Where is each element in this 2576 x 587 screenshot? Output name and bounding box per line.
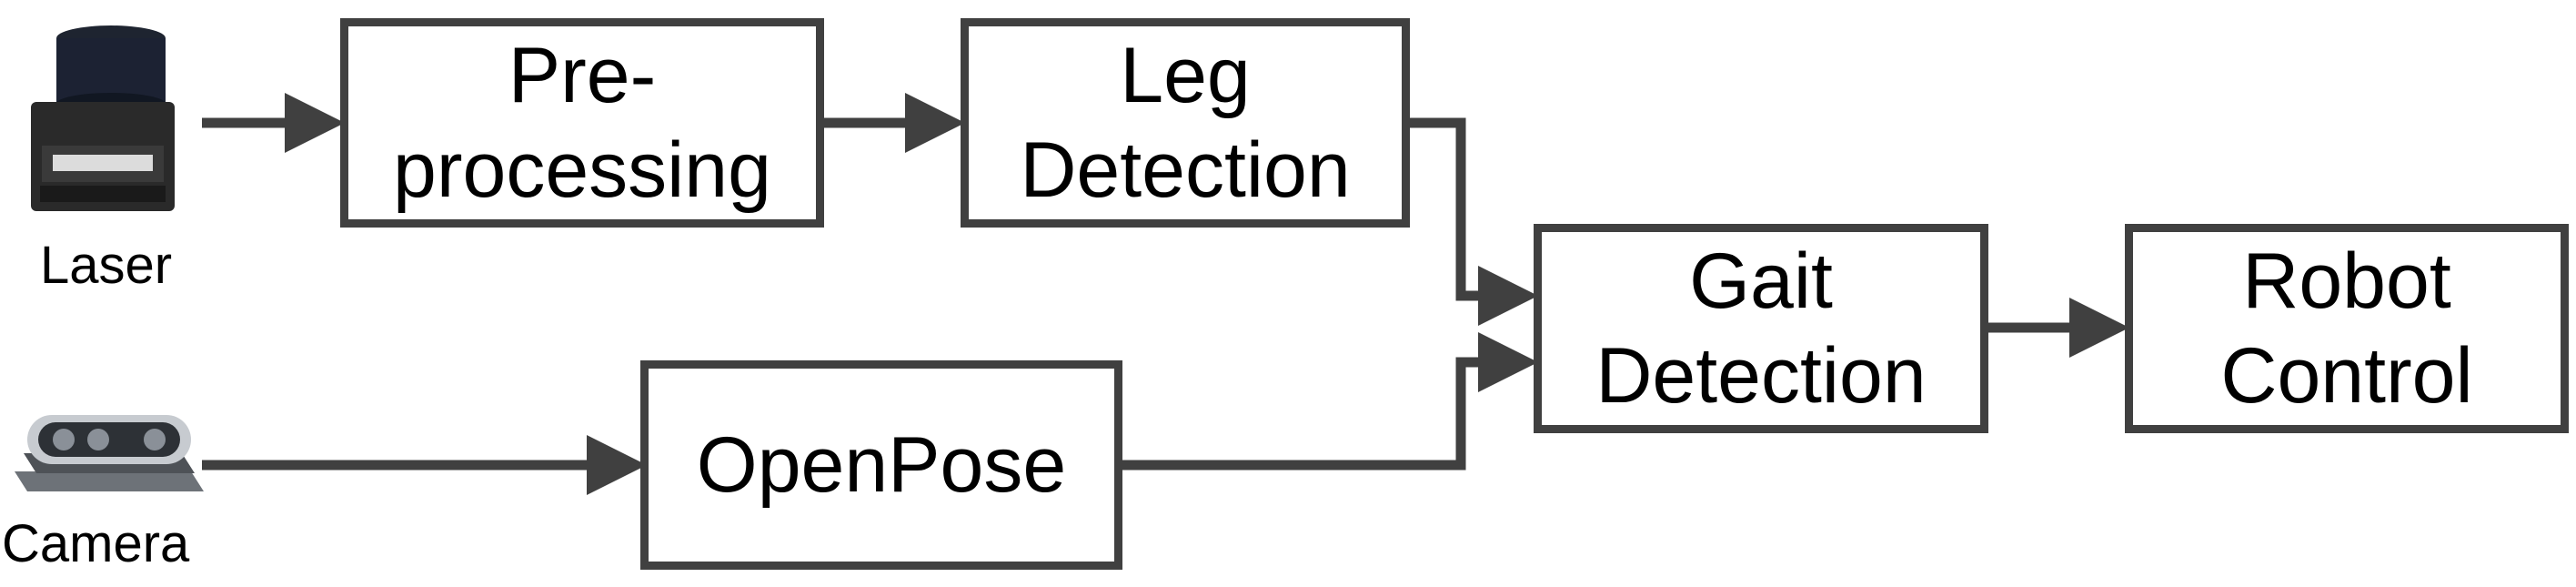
camera-sensor-icon [15,415,204,491]
preprocessing-line1: Pre- [508,32,657,119]
laser-label: Laser [40,236,173,295]
leg-detection-line2: Detection [1020,127,1351,214]
laser-sensor-icon [31,25,175,211]
robot-control-block: Robot Control [2125,224,2569,433]
arrow-openpose-to-gait-detection [1122,332,1538,471]
openpose-block: OpenPose [640,360,1122,570]
robot-control-line1: Robot [2242,238,2451,325]
leg-detection-line1: Leg [1120,32,1251,119]
gait-detection-line1: Gait [1689,238,1833,325]
camera-label: Camera [2,514,190,573]
preprocessing-line2: processing [393,127,771,214]
preprocessing-block: Pre- processing [340,18,824,228]
robot-control-line2: Control [2220,332,2473,420]
gait-detection-line2: Detection [1595,332,1927,420]
leg-detection-block: Leg Detection [961,18,1410,228]
gait-detection-block: Gait Detection [1534,224,1988,433]
arrow-leg-detection-to-gait-detection [1410,117,1538,326]
openpose-line1: OpenPose [696,421,1067,509]
